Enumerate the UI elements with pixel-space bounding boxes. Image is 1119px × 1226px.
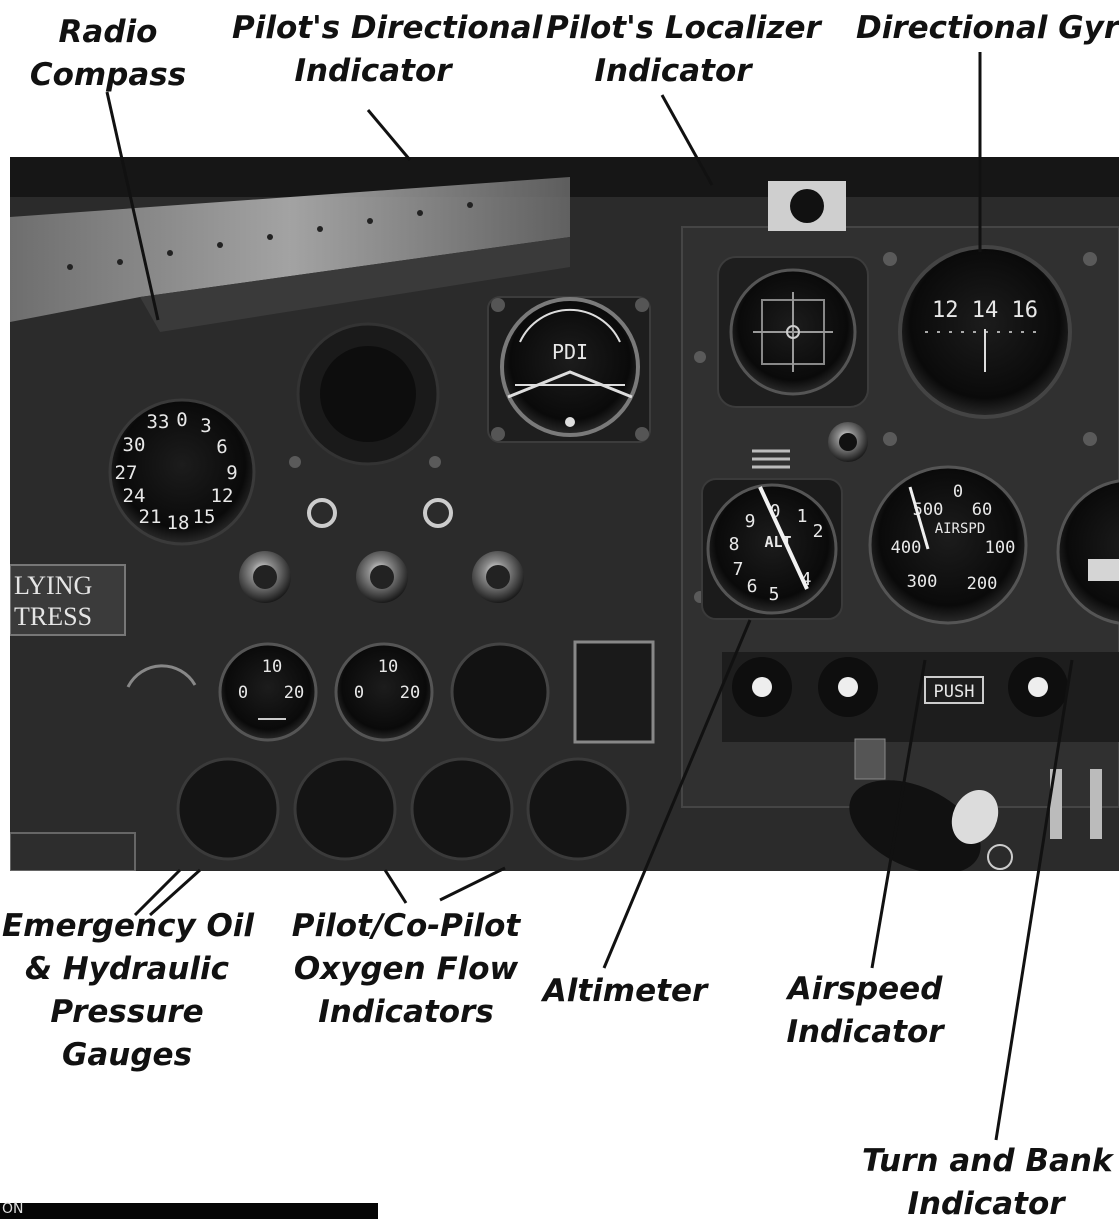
- label-radio-compass: Radio Compass: [18, 11, 198, 97]
- oxygen-number: 10: [262, 657, 282, 677]
- label-line: Airspeed: [787, 971, 943, 1007]
- placard-line: TRESS: [14, 602, 92, 631]
- label-pilots-localizer-indicator: Pilot's Localizer Indicator: [546, 7, 821, 93]
- footer-fragment: ON: [2, 1201, 24, 1217]
- label-line: Directional Gyro: [856, 10, 1119, 46]
- radio-compass-number: 12: [211, 485, 234, 507]
- label-line: Altimeter: [542, 973, 708, 1009]
- airspeed-label: AIRSPD: [935, 521, 986, 537]
- label-line: Indicator: [786, 1014, 944, 1050]
- directional-gyro-gauge: 12 14 16: [898, 245, 1072, 419]
- airspeed-number: 400: [891, 538, 922, 558]
- oxygen-number: 20: [400, 683, 420, 703]
- radio-compass-number: 27: [115, 462, 138, 484]
- label-line: Radio: [58, 14, 158, 50]
- label-line: Indicators: [318, 994, 494, 1030]
- label-altimeter: Altimeter: [540, 970, 710, 1013]
- label-directional-gyro: Directional Gyro: [856, 7, 1119, 50]
- altimeter-number: 8: [729, 534, 740, 555]
- radio-compass-gauge: 33 0 3 30 6 27 9 24 12 21 18 15: [108, 398, 256, 546]
- label-line: & Hydraulic: [24, 951, 230, 987]
- oxygen-flow-gauge-2: 10 0 20: [334, 642, 434, 742]
- label-line: Pilot's Directional: [232, 10, 543, 46]
- airspeed-number: 300: [907, 572, 938, 592]
- label-line: Indicator: [294, 53, 452, 89]
- airspeed-number: 200: [967, 574, 998, 594]
- altimeter-number: 4: [801, 569, 812, 590]
- altimeter-number: 0: [770, 501, 781, 522]
- localizer-gauge: [717, 256, 869, 408]
- oxygen-number: 10: [378, 657, 398, 677]
- radio-compass-number: 15: [193, 506, 216, 528]
- label-line: Compass: [29, 57, 187, 93]
- radio-compass-number: 30: [123, 434, 146, 456]
- label-pilots-directional-indicator: Pilot's Directional Indicator: [232, 7, 543, 93]
- label-turn-and-bank-indicator: Turn and Bank Indicator: [862, 1140, 1113, 1226]
- label-line: Oxygen Flow: [293, 951, 519, 987]
- label-line: Indicator: [594, 53, 752, 89]
- label-line: Indicator: [907, 1186, 1065, 1222]
- radio-compass-number: 9: [226, 462, 237, 484]
- oxygen-number: 20: [284, 683, 304, 703]
- radio-compass-number: 33: [147, 411, 170, 433]
- placard-line: LYING: [14, 571, 92, 600]
- altimeter-number: 1: [797, 506, 808, 527]
- airspeed-gauge: 0 500 60 400 100 300 200 AIRSPD: [868, 465, 1028, 625]
- label-line: Turn and Bank: [862, 1143, 1113, 1179]
- altimeter-gauge: 9 0 1 2 8 7 6 5 4 ALT: [701, 478, 843, 620]
- footer-bar: ON: [0, 1201, 378, 1219]
- radio-compass-number: 6: [216, 436, 227, 458]
- label-line: Pilot/Co-Pilot: [291, 908, 521, 944]
- airspeed-number: 0: [953, 482, 963, 502]
- radio-compass-number: 0: [176, 409, 187, 431]
- pdi-gauge: PDI: [487, 296, 651, 443]
- oxygen-flow-gauge-1: 10 0 20: [218, 642, 318, 742]
- radio-compass-number: 21: [139, 506, 162, 528]
- cockpit-panel-photo: 33 0 3 30 6 27 9 24 12 21 18 15 PDI: [10, 157, 1119, 871]
- label-airspeed-indicator: Airspeed Indicator: [780, 968, 950, 1054]
- oxygen-number: 0: [238, 683, 248, 703]
- altimeter-number: 2: [813, 521, 824, 542]
- pdi-label: PDI: [552, 340, 588, 364]
- turn-and-bank-gauge: [1056, 479, 1119, 625]
- oxygen-number: 0: [354, 683, 364, 703]
- altimeter-number: 6: [747, 576, 758, 597]
- altimeter-number: 7: [733, 559, 744, 580]
- radio-compass-number: 3: [200, 415, 211, 437]
- airspeed-number: 100: [985, 538, 1016, 558]
- altimeter-number: 5: [769, 584, 780, 605]
- radio-compass-number: 18: [167, 512, 190, 534]
- radio-compass-number: 24: [123, 485, 146, 507]
- label-emergency-oil-hydraulic-gauges: Emergency Oil & Hydraulic Pressure Gauge…: [2, 905, 255, 1077]
- gyro-scale: 12 14 16: [932, 298, 1038, 323]
- airspeed-number: 60: [972, 500, 992, 520]
- altimeter-number: 9: [745, 511, 756, 532]
- label-line: Pressure: [50, 994, 204, 1030]
- label-line: Emergency Oil: [2, 908, 255, 944]
- label-line: Pilot's Localizer: [546, 10, 821, 46]
- label-line: Gauges: [61, 1037, 193, 1073]
- label-oxygen-flow-indicators: Pilot/Co-Pilot Oxygen Flow Indicators: [290, 905, 522, 1034]
- airspeed-number: 500: [913, 500, 944, 520]
- push-label: PUSH: [934, 682, 975, 702]
